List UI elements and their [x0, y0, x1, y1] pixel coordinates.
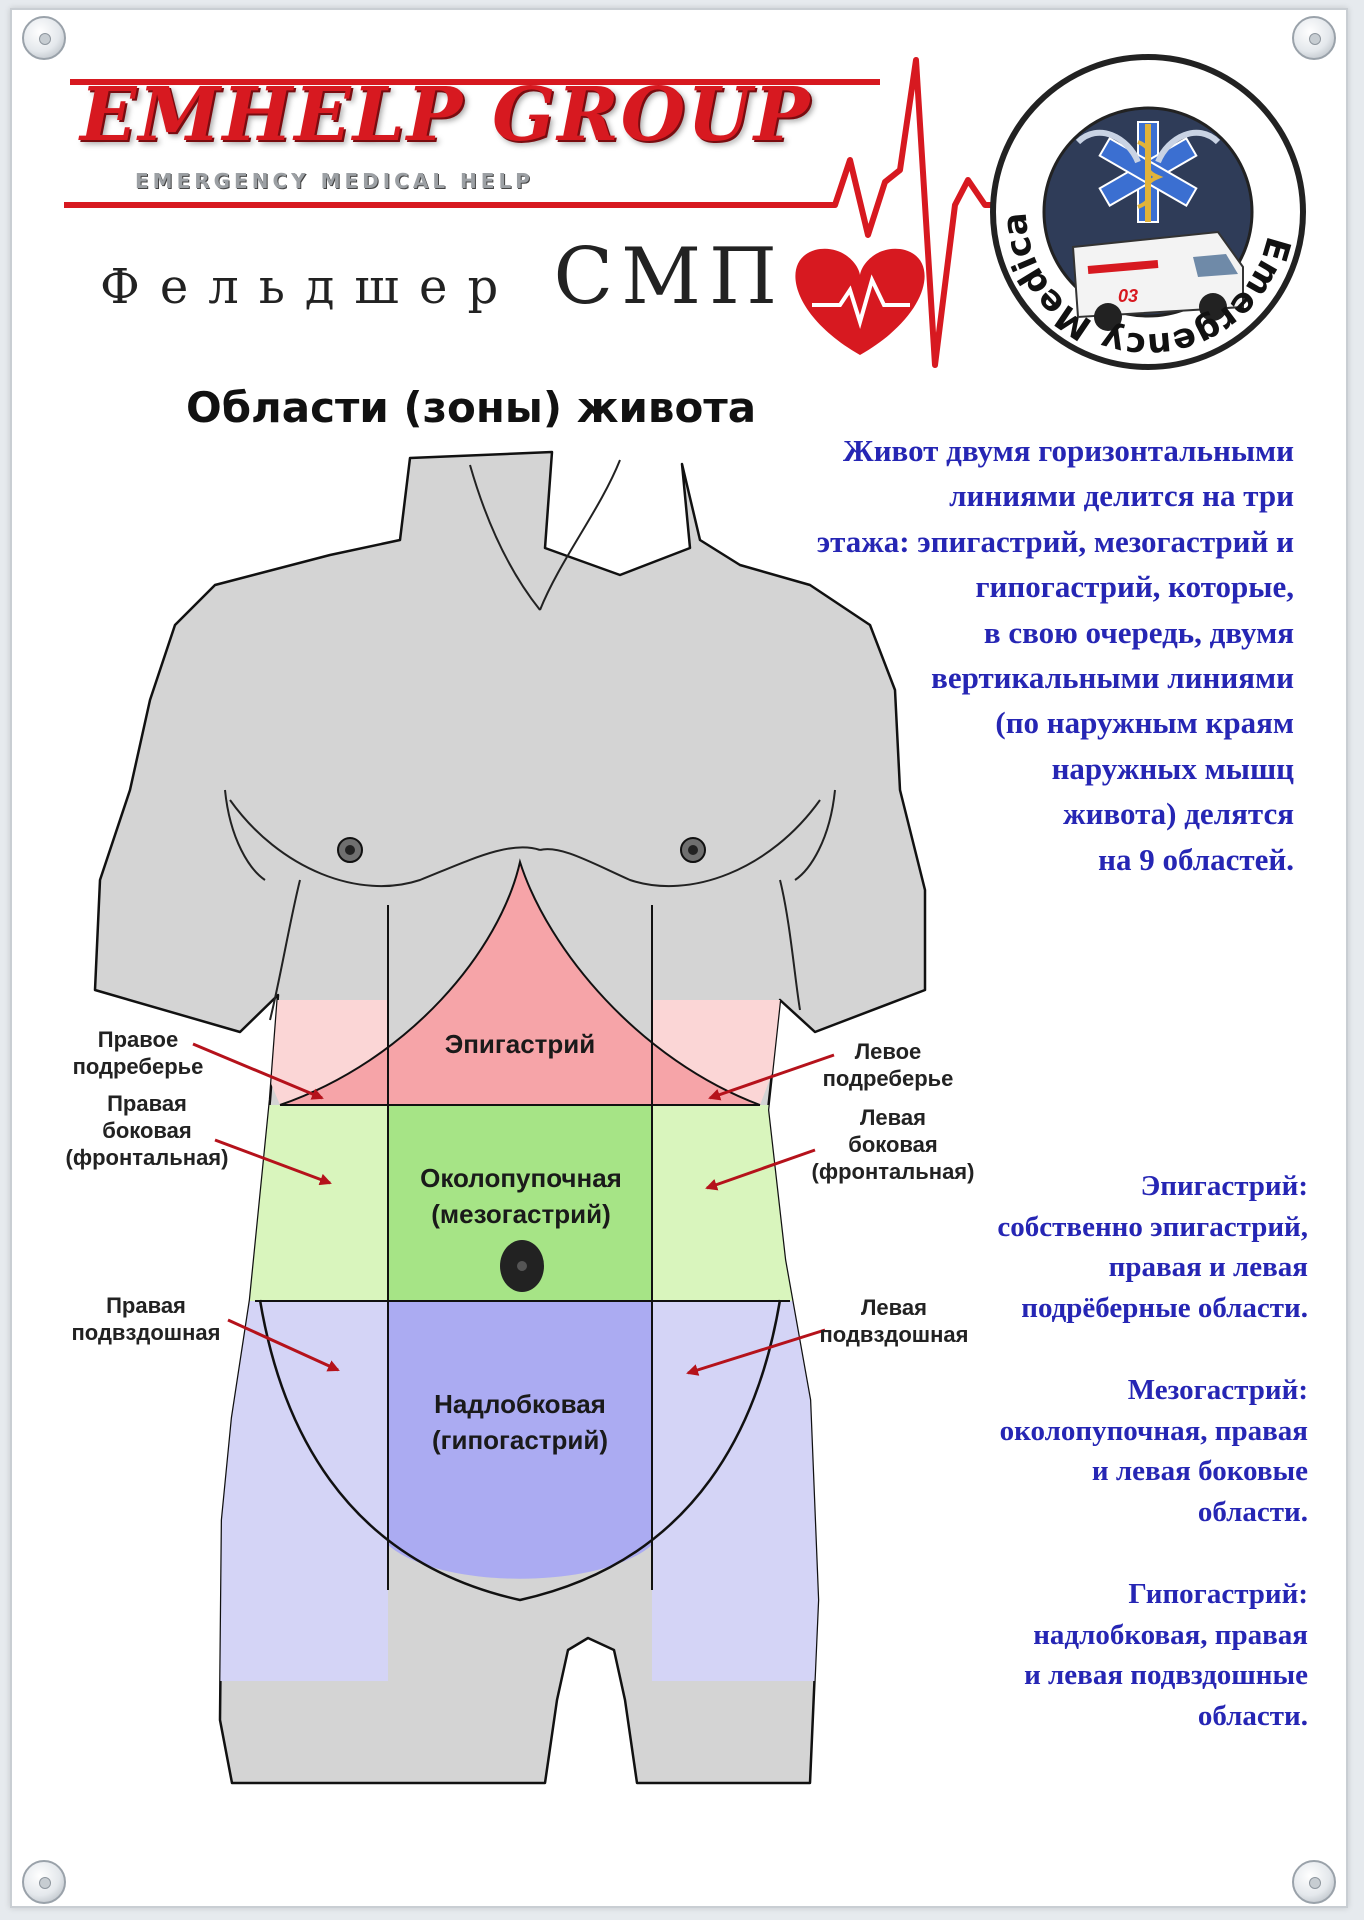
label-left-lateral: Левая боковая (фронтальная) — [811, 1105, 975, 1184]
pin-icon — [22, 16, 66, 60]
label-right-lateral: Правая боковая (фронтальная) — [65, 1091, 229, 1170]
pin-icon — [1292, 1860, 1336, 1904]
zone-right-iliac — [220, 1301, 388, 1681]
label-right-iliac: Правая подвздошная — [71, 1293, 221, 1345]
tagline-prefix: Фельдшер — [100, 259, 519, 315]
brand-title: EMHELP GROUP — [80, 72, 812, 158]
brand-tagline: Фельдшер СМП — [100, 232, 800, 322]
label-left-iliac: Левая подвздошная — [819, 1295, 969, 1347]
zone-label-umbilical: Околопупочная (мезогастрий) — [420, 1163, 622, 1229]
right-nipple — [337, 837, 363, 863]
label-right-hypochondrium: Правое подреберье — [72, 1027, 204, 1079]
zone-label-epigastric: Эпигастрий — [444, 1029, 596, 1059]
arrows — [192, 1042, 835, 1376]
summary-epigastric: Эпигастрий: собственно эпигастрий, права… — [997, 1170, 1308, 1324]
star-of-life-icon — [1075, 121, 1221, 223]
pin-icon — [1292, 16, 1336, 60]
zone-label-suprapubic: Надлобковая (гипогастрий) — [431, 1389, 609, 1455]
page-title: Области (зоны) живота — [186, 383, 757, 432]
svg-text:03: 03 — [1118, 286, 1138, 306]
ambulance-icon: 03 — [1071, 230, 1244, 331]
zone-suprapubic — [388, 1301, 652, 1579]
left-nipple — [680, 837, 706, 863]
brand-subtitle: EMERGENCY MEDICAL HELP — [135, 169, 534, 193]
zone-epigastric — [280, 862, 760, 1105]
navel — [500, 1240, 544, 1292]
pin-icon — [22, 1860, 66, 1904]
summary-mesogastric: Мезогастрий: околопупочная, правая и лев… — [999, 1374, 1308, 1528]
emergency-logo: 03 Emergency Medical Help — [988, 52, 1306, 370]
tagline-suffix: СМП — [553, 232, 786, 322]
heart-icon — [795, 248, 925, 355]
zone-left-iliac — [652, 1301, 840, 1681]
intro-text: Живот двумя горизонтальными линиями дели… — [816, 433, 1294, 877]
summary-hypogastric: Гипогастрий: надлобковая, правая и левая… — [1024, 1578, 1308, 1732]
header-graphics — [64, 57, 1000, 368]
label-left-hypochondrium: Левое подреберье — [822, 1039, 954, 1091]
